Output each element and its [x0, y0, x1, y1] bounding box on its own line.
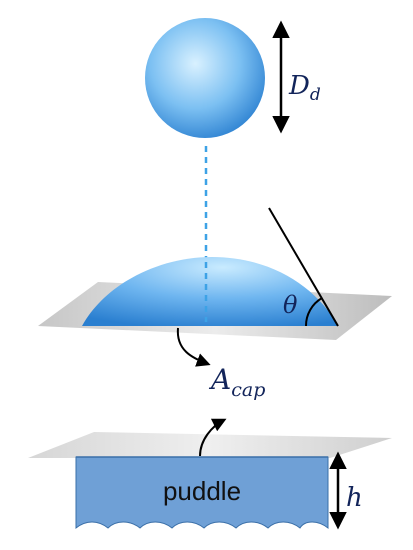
droplet-cap — [82, 257, 338, 326]
droplet-sphere — [145, 18, 265, 138]
puddle-plate — [28, 432, 392, 458]
contact-angle-arc — [304, 297, 323, 327]
cap-area-arrow — [176, 327, 211, 367]
puddle-body — [75, 456, 329, 530]
puddle-to-cap-arrow — [199, 418, 227, 457]
contact-angle-label: θ — [283, 291, 298, 319]
puddle-label: puddle — [163, 476, 241, 506]
cap-area-label: Acap — [208, 363, 265, 401]
height-label: h — [346, 483, 363, 513]
diameter-label: Dd — [288, 71, 321, 105]
tangent-line — [268, 207, 339, 327]
